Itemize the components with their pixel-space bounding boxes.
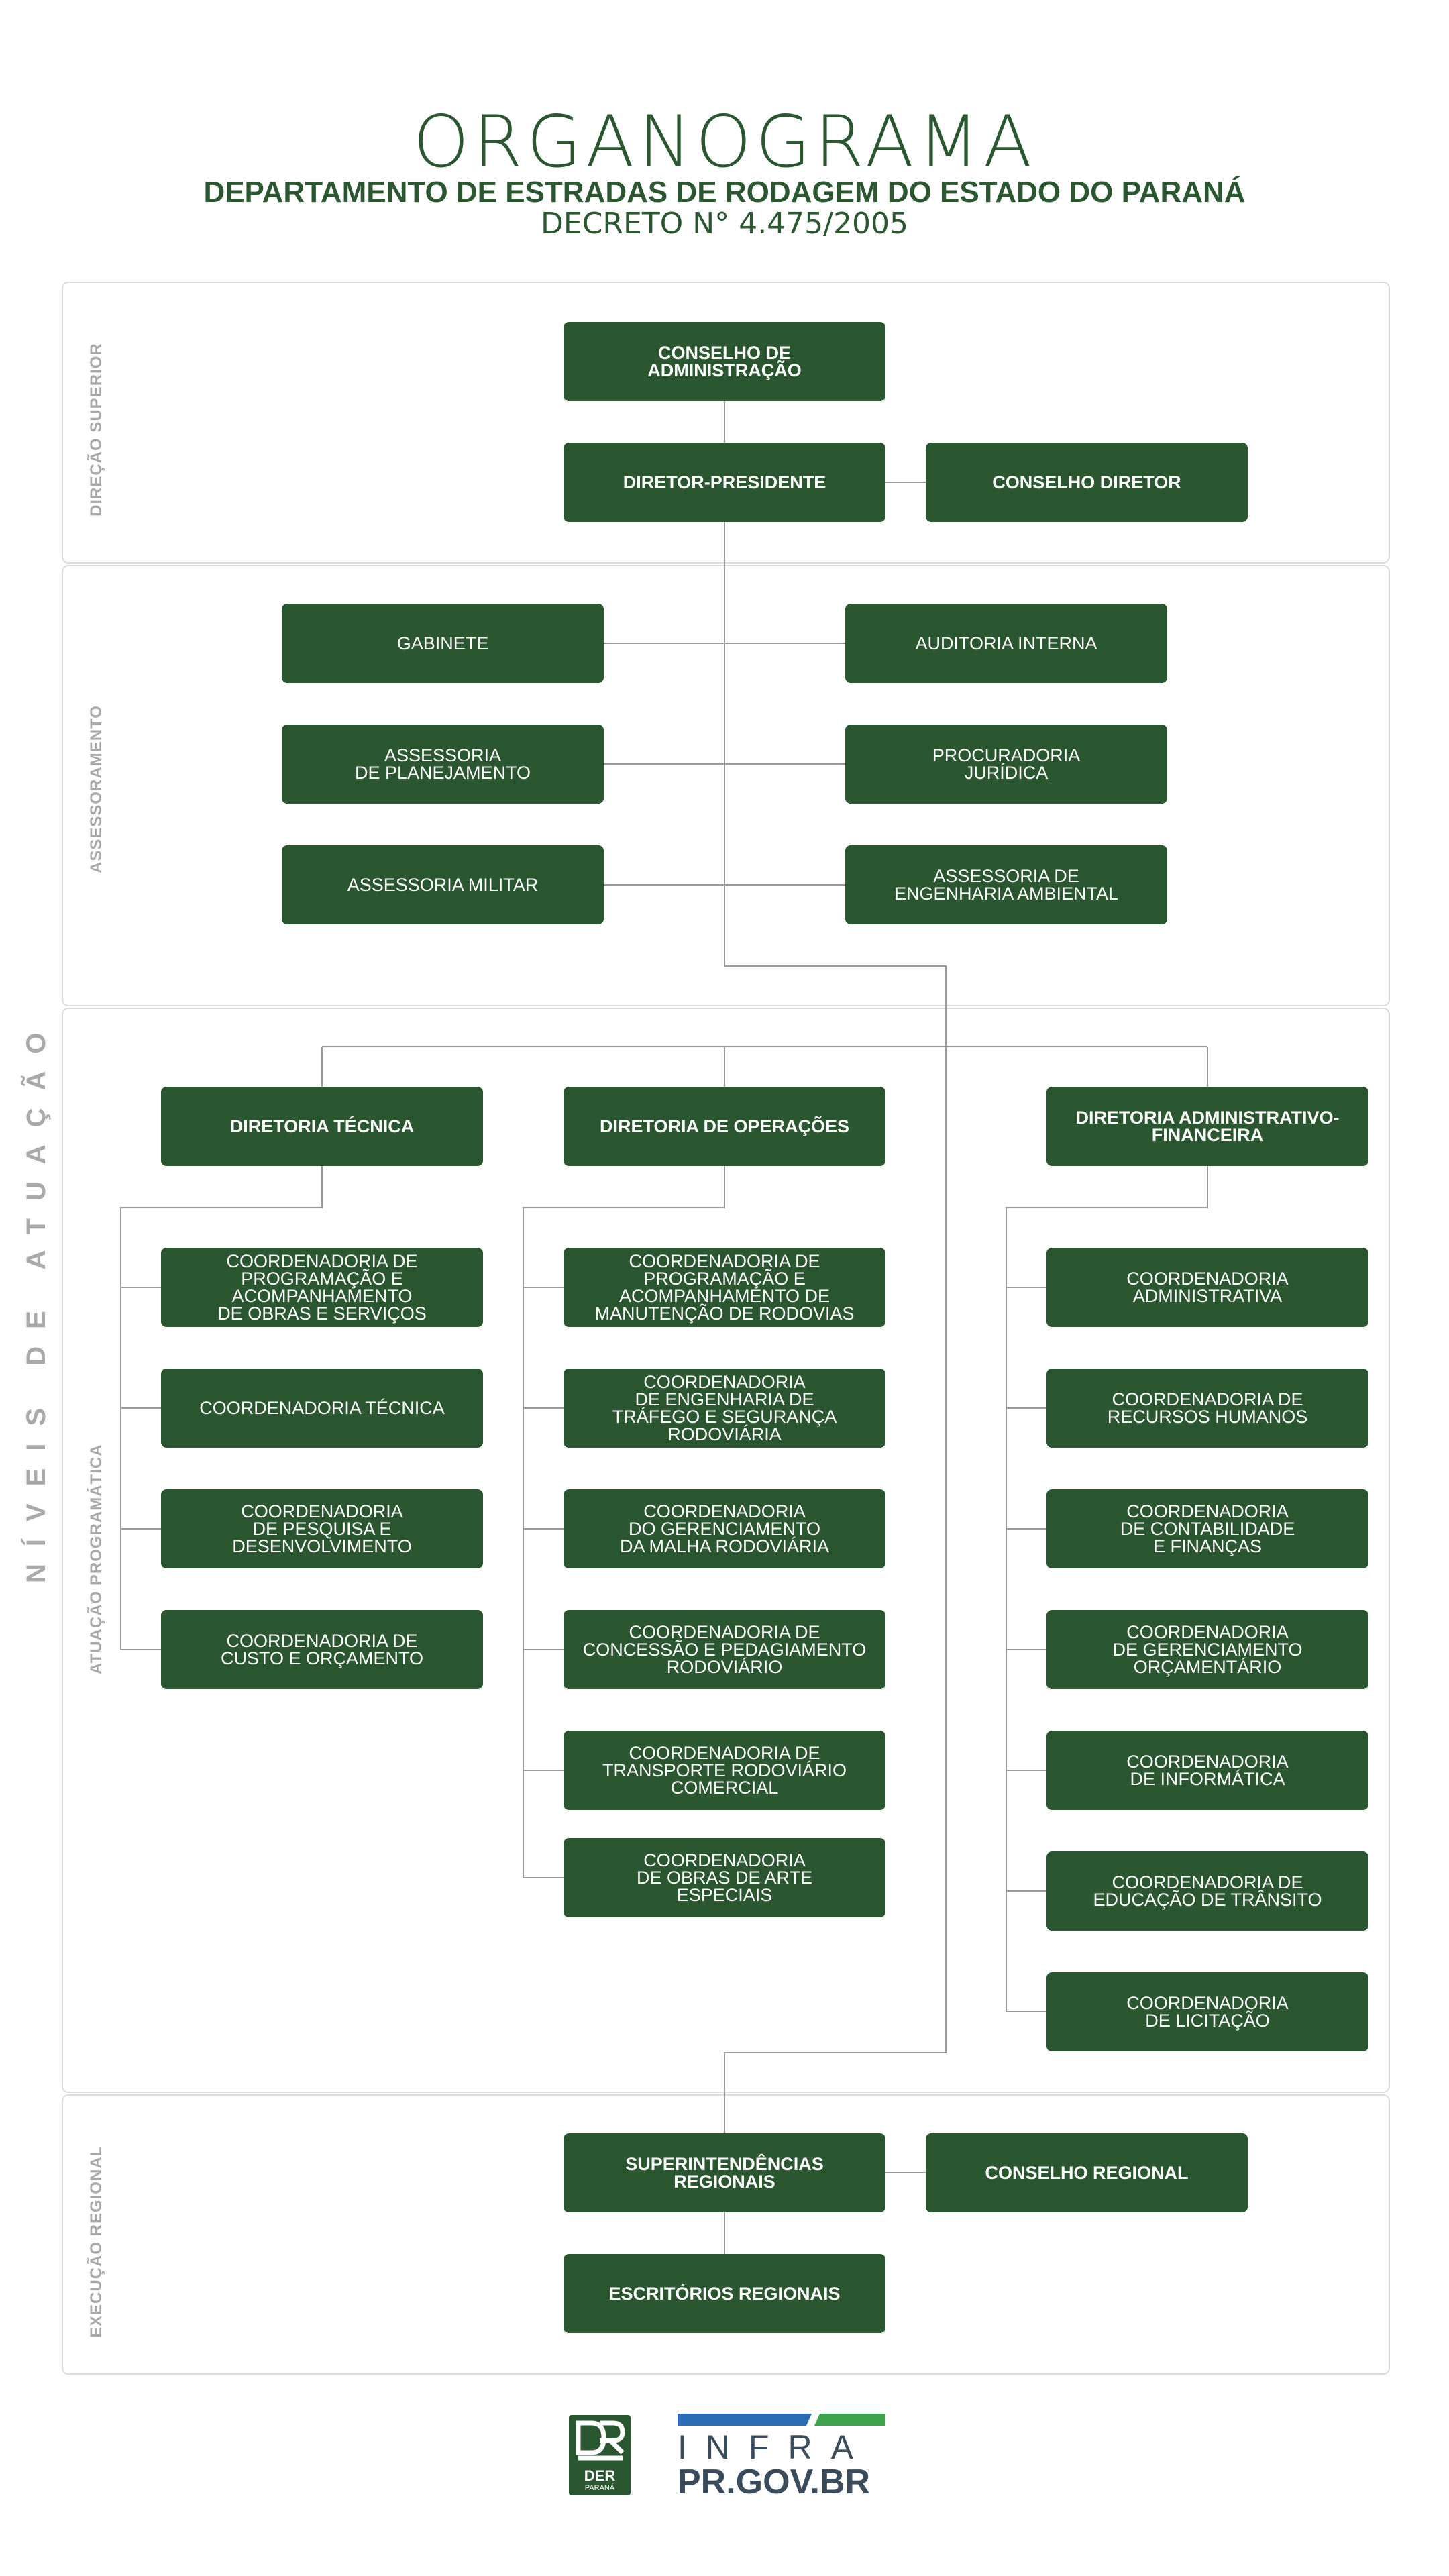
box-assessoria-engenharia-ambiental[interactable]: ASSESSORIA DE ENGENHARIA AMBIENTAL <box>845 845 1167 924</box>
box-procuradoria-juridica[interactable]: PROCURADORIA JURÍDICA <box>845 724 1167 804</box>
box-conselho-de-administracao[interactable]: CONSELHO DE ADMINISTRAÇÃO <box>564 322 885 401</box>
box-coord-informatica[interactable]: COORDENADORIA DE INFORMÁTICA <box>1046 1731 1368 1810</box>
box-coord-educacao-transito[interactable]: COORDENADORIA DE EDUCAÇÃO DE TRÂNSITO <box>1046 1851 1368 1931</box>
box-escritorios-regionais[interactable]: ESCRITÓRIOS REGIONAIS <box>564 2254 885 2333</box>
line-bypass-regional <box>724 965 947 2134</box>
box-diretoria-operacoes[interactable]: DIRETORIA DE OPERAÇÕES <box>564 1087 885 1166</box>
page-subtitle: DEPARTAMENTO DE ESTRADAS DE RODAGEM DO E… <box>203 176 1246 209</box>
box-coord-transporte[interactable]: COORDENADORIA DE TRANSPORTE RODOVIÁRIO C… <box>564 1731 885 1810</box>
box-auditoria-interna[interactable]: AUDITORIA INTERNA <box>845 604 1167 683</box>
box-coord-tecnica[interactable]: COORDENADORIA TÉCNICA <box>161 1368 483 1448</box>
decree-label: DECRETO N° 4.475/2005 <box>541 207 908 241</box>
box-coord-administrativa[interactable]: COORDENADORIA ADMINISTRATIVA <box>1046 1248 1368 1327</box>
box-coord-malha[interactable]: COORDENADORIA DO GERENCIAMENTO DA MALHA … <box>564 1489 885 1568</box>
box-coord-pesquisa[interactable]: COORDENADORIA DE PESQUISA E DESENVOLVIME… <box>161 1489 483 1568</box>
box-assessoria-planejamento[interactable]: ASSESSORIA DE PLANEJAMENTO <box>282 724 604 804</box>
line-tree-tecnica <box>120 1166 323 1650</box>
infra-domain: PR.GOV.BR <box>678 2463 871 2502</box>
box-diretoria-administrativo-financeira[interactable]: DIRETORIA ADMINISTRATIVO- FINANCEIRA <box>1046 1087 1368 1166</box>
box-coord-contabilidade[interactable]: COORDENADORIA DE CONTABILIDADE E FINANÇA… <box>1046 1489 1368 1568</box>
box-coord-recursos-humanos[interactable]: COORDENADORIA DE RECURSOS HUMANOS <box>1046 1368 1368 1448</box>
box-coord-orcamentario[interactable]: COORDENADORIA DE GERENCIAMENTO ORÇAMENTÁ… <box>1046 1610 1368 1689</box>
der-emblem-icon <box>576 2420 625 2461</box>
box-coord-obras-arte[interactable]: COORDENADORIA DE OBRAS DE ARTE ESPECIAIS <box>564 1838 885 1917</box>
box-coord-licitacao[interactable]: COORDENADORIA DE LICITAÇÃO <box>1046 1972 1368 2051</box>
infra-logo: INFRA PR.GOV.BR <box>678 2414 885 2502</box>
box-superintendencias-regionais[interactable]: SUPERINTENDÊNCIAS REGIONAIS <box>564 2133 885 2212</box>
box-assessoria-militar[interactable]: ASSESSORIA MILITAR <box>282 845 604 924</box>
box-conselho-regional[interactable]: CONSELHO REGIONAL <box>926 2133 1248 2212</box>
box-coord-trafego[interactable]: COORDENADORIA DE ENGENHARIA DE TRÁFEGO E… <box>564 1368 885 1448</box>
box-diretor-presidente[interactable]: DIRETOR-PRESIDENTE <box>564 443 885 522</box>
section-execucao-regional <box>62 2094 1390 2375</box>
infra-text: INFRA <box>678 2428 872 2466</box>
box-coord-manutencao-rodovias[interactable]: COORDENADORIA DE PROGRAMAÇÃO E ACOMPANHA… <box>564 1248 885 1327</box>
section-atuacao-programatica <box>62 1008 1390 2093</box>
line-tree-operacoes <box>523 1166 725 1878</box>
der-logo: DER PARANÁ <box>569 2415 631 2496</box>
box-coord-programacao-obras[interactable]: COORDENADORIA DE PROGRAMAÇÃO E ACOMPANHA… <box>161 1248 483 1327</box>
box-conselho-diretor[interactable]: CONSELHO DIRETOR <box>926 443 1248 522</box>
box-gabinete[interactable]: GABINETE <box>282 604 604 683</box>
page-title: ORGANOGRAMA <box>413 101 1036 183</box>
section-assessoramento <box>62 565 1390 1006</box>
box-coord-concessao[interactable]: COORDENADORIA DE CONCESSÃO E PEDAGIAMENT… <box>564 1610 885 1689</box>
der-logo-text: DER <box>584 2467 616 2484</box>
box-diretoria-tecnica[interactable]: DIRETORIA TÉCNICA <box>161 1087 483 1166</box>
box-coord-custo[interactable]: COORDENADORIA DE CUSTO E ORÇAMENTO <box>161 1610 483 1689</box>
line-tree-administrativa <box>1006 1166 1208 2012</box>
infra-stripes-icon <box>678 2414 885 2426</box>
section-direcao-superior <box>62 282 1390 564</box>
der-logo-subtext: PARANÁ <box>584 2484 615 2492</box>
